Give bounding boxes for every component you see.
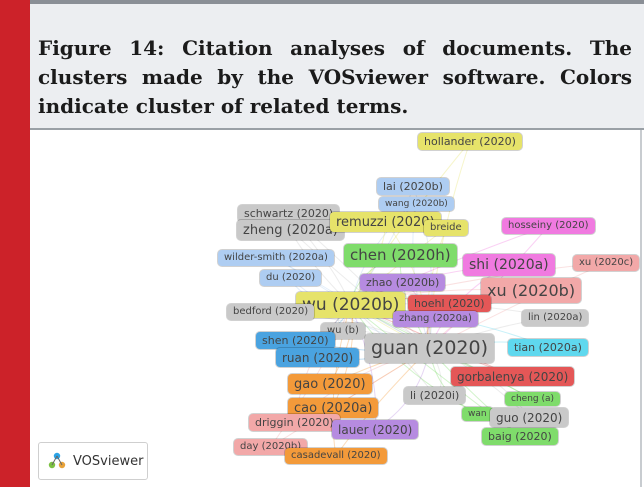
cluster-node[interactable]: casadevall (2020)	[285, 448, 387, 464]
cluster-node[interactable]: wu (2020b)	[296, 292, 406, 318]
cluster-node[interactable]: hosseiny (2020)	[502, 218, 595, 234]
cluster-node[interactable]: guan (2020)	[365, 334, 495, 363]
cluster-node[interactable]: gao (2020)	[288, 374, 372, 394]
cluster-node[interactable]: xu (2020c)	[573, 255, 640, 271]
citation-link	[290, 229, 430, 349]
caption-box: Figure 14: Citation analyses of document…	[30, 0, 644, 130]
cluster-node[interactable]: breide	[424, 220, 468, 236]
cluster-node[interactable]: hoehl (2020)	[408, 295, 491, 312]
cluster-node[interactable]: wan	[462, 407, 493, 421]
cluster-node[interactable]: du (2020)	[260, 270, 322, 286]
cluster-node[interactable]: lauer (2020)	[332, 420, 419, 439]
accent-bar	[0, 0, 30, 487]
cluster-node[interactable]: guo (2020)	[490, 408, 569, 427]
cluster-node[interactable]: chen (2020h)	[344, 244, 457, 267]
cluster-node[interactable]: remuzzi (2020)	[330, 212, 441, 232]
cluster-node[interactable]: hollander (2020)	[418, 133, 522, 150]
cluster-node[interactable]: xu (2020b)	[481, 278, 582, 303]
cluster-node[interactable]: zheng (2020a)	[237, 220, 344, 240]
citation-link	[350, 304, 377, 430]
cluster-node[interactable]: driggin (2020)	[249, 414, 340, 431]
cluster-node[interactable]: baig (2020)	[482, 428, 558, 445]
cluster-node[interactable]: ruan (2020)	[276, 348, 360, 367]
figure-caption: Figure 14: Citation analyses of document…	[38, 36, 632, 118]
cluster-node[interactable]: gorbalenya (2020)	[451, 367, 575, 386]
vosviewer-logo-text: VOSviewer	[73, 453, 144, 469]
cluster-node[interactable]: wilder-smith (2020a)	[218, 250, 334, 266]
vosviewer-logo: VOSviewer	[38, 442, 148, 480]
cluster-node[interactable]: zhao (2020b)	[360, 274, 446, 291]
divider	[640, 130, 642, 487]
cluster-node[interactable]: cao (2020a)	[288, 398, 379, 418]
cluster-node[interactable]: lin (2020a)	[522, 310, 589, 326]
cluster-node[interactable]: lai (2020b)	[377, 178, 449, 195]
cluster-node[interactable]: bedford (2020)	[227, 304, 315, 320]
cluster-node[interactable]: schwartz (2020)	[238, 205, 340, 222]
network-visualization: VOSviewer hollander (2020) lai (2020b) wan…	[30, 130, 640, 487]
cluster-node[interactable]: tian (2020a)	[508, 339, 588, 356]
cluster-node[interactable]: li (2020i)	[404, 387, 466, 404]
cluster-node[interactable]: wang (2020b)	[379, 197, 454, 211]
vosviewer-logo-icon	[48, 452, 66, 469]
cluster-node[interactable]: zhang (2020a)	[393, 311, 478, 327]
cluster-node[interactable]: cheng (a)	[505, 392, 561, 406]
cluster-node[interactable]: shen (2020)	[256, 332, 335, 349]
cluster-node[interactable]: shi (2020a)	[463, 254, 555, 276]
